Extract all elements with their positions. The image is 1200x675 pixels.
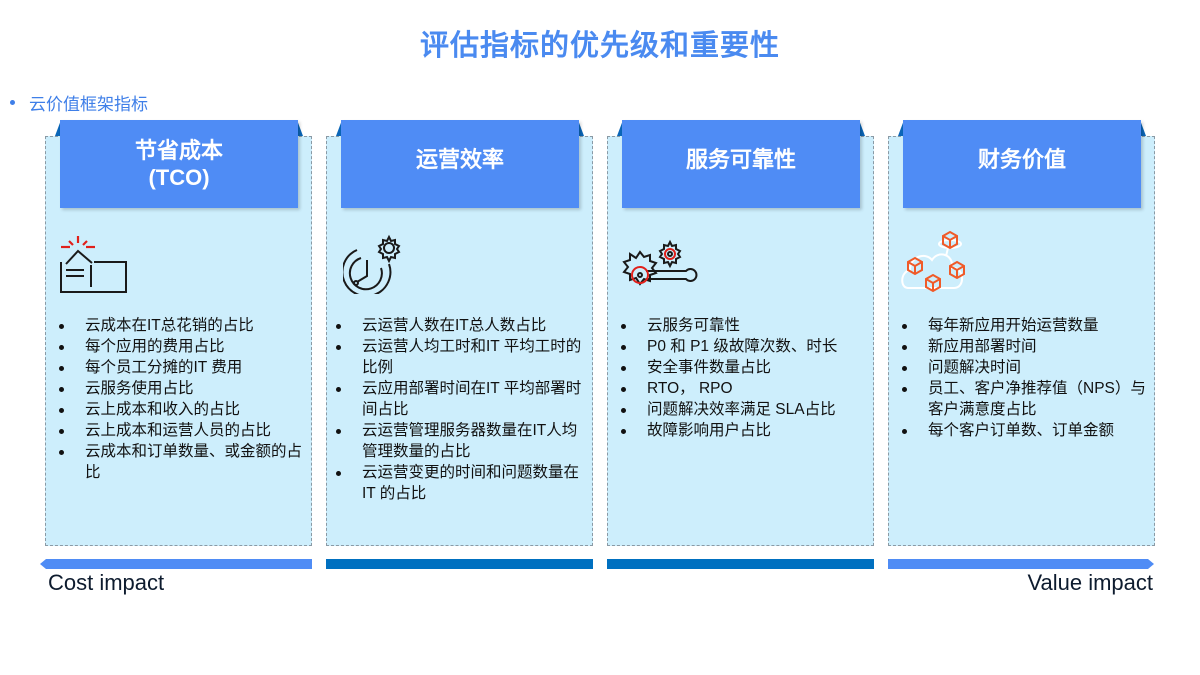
header-fold-right bbox=[578, 120, 584, 136]
list-item: 每个员工分摊的IT 费用 bbox=[53, 357, 311, 378]
list-item: 云成本和订单数量、或金额的占比 bbox=[53, 441, 311, 483]
list-item: 每年新应用开始运营数量 bbox=[896, 315, 1158, 336]
arrow-right-icon bbox=[1148, 559, 1154, 569]
bullet-dot bbox=[10, 100, 15, 105]
impact-bar-3 bbox=[607, 559, 874, 569]
list-item: 云运营变更的时间和问题数量在 IT 的占比 bbox=[330, 462, 590, 504]
header-fold-right bbox=[297, 120, 303, 136]
subtitle: 云价值框架指标 bbox=[10, 90, 148, 115]
list-item: 每个客户订单数、订单金额 bbox=[896, 420, 1158, 441]
header-line: 运营效率 bbox=[415, 147, 504, 172]
list-item: 员工、客户净推荐值（NPS）与客户满意度占比 bbox=[896, 378, 1158, 420]
list-item: P0 和 P1 级故障次数、时长 bbox=[615, 336, 873, 357]
cloud-cubes-icon bbox=[900, 230, 972, 303]
header-fold-left bbox=[898, 120, 904, 136]
wallet-alert-icon bbox=[58, 232, 132, 303]
bullet-list-service-reliability: 云服务可靠性 P0 和 P1 级故障次数、时长 安全事件数量占比 RTO， RP… bbox=[615, 315, 873, 441]
bullet-list-tco: 云成本在IT总花销的占比 每个应用的费用占比 每个员工分摊的IT 费用 云服务使… bbox=[53, 315, 311, 483]
impact-bar-1 bbox=[46, 559, 312, 569]
column-header-service-reliability: 服务可靠性 bbox=[622, 120, 860, 208]
list-item: 云成本在IT总花销的占比 bbox=[53, 315, 311, 336]
arrow-left-icon bbox=[40, 559, 46, 569]
impact-bar-2 bbox=[326, 559, 593, 569]
list-item: 云服务使用占比 bbox=[53, 378, 311, 399]
header-fold-left bbox=[336, 120, 342, 136]
list-item: 故障影响用户占比 bbox=[615, 420, 873, 441]
list-item: 云运营管理服务器数量在IT人均管理数量的占比 bbox=[330, 420, 590, 462]
header-fold-left bbox=[55, 120, 61, 136]
column-header-tco: 节省成本 (TCO) bbox=[60, 120, 298, 208]
column-header-ops-efficiency: 运营效率 bbox=[341, 120, 579, 208]
column-header-financial-value: 财务价值 bbox=[903, 120, 1141, 208]
header-line: 节省成本 bbox=[134, 138, 223, 163]
list-item: 云上成本和收入的占比 bbox=[53, 399, 311, 420]
list-item: 云上成本和运营人员的占比 bbox=[53, 420, 311, 441]
list-item: 安全事件数量占比 bbox=[615, 357, 873, 378]
impact-bar-4 bbox=[888, 559, 1148, 569]
clock-gear-icon bbox=[341, 234, 407, 299]
list-item: RTO， RPO bbox=[615, 378, 873, 399]
header-line: (TCO) bbox=[148, 165, 210, 190]
gears-wrench-icon bbox=[620, 238, 702, 303]
list-item: 新应用部署时间 bbox=[896, 336, 1158, 357]
value-impact-label: Value impact bbox=[1027, 570, 1153, 595]
list-item: 云运营人数在IT总人数占比 bbox=[330, 315, 590, 336]
page-title: 评估指标的优先级和重要性 bbox=[419, 30, 780, 62]
list-item: 云应用部署时间在IT 平均部署时间占比 bbox=[330, 378, 590, 420]
list-item: 云运营人均工时和IT 平均工时的比例 bbox=[330, 336, 590, 378]
header-fold-right bbox=[859, 120, 865, 136]
header-fold-left bbox=[617, 120, 623, 136]
subtitle-text: 云价值框架指标 bbox=[29, 95, 148, 114]
header-fold-right bbox=[1140, 120, 1146, 136]
list-item: 问题解决时间 bbox=[896, 357, 1158, 378]
list-item: 每个应用的费用占比 bbox=[53, 336, 311, 357]
bullet-list-financial-value: 每年新应用开始运营数量 新应用部署时间 问题解决时间 员工、客户净推荐值（NPS… bbox=[896, 315, 1158, 441]
header-line: 服务可靠性 bbox=[685, 147, 796, 172]
list-item: 云服务可靠性 bbox=[615, 315, 873, 336]
header-line: 财务价值 bbox=[977, 147, 1066, 172]
cost-impact-label: Cost impact bbox=[48, 570, 165, 595]
bullet-list-ops-efficiency: 云运营人数在IT总人数占比 云运营人均工时和IT 平均工时的比例 云应用部署时间… bbox=[330, 315, 590, 504]
list-item: 问题解决效率满足 SLA占比 bbox=[615, 399, 873, 420]
